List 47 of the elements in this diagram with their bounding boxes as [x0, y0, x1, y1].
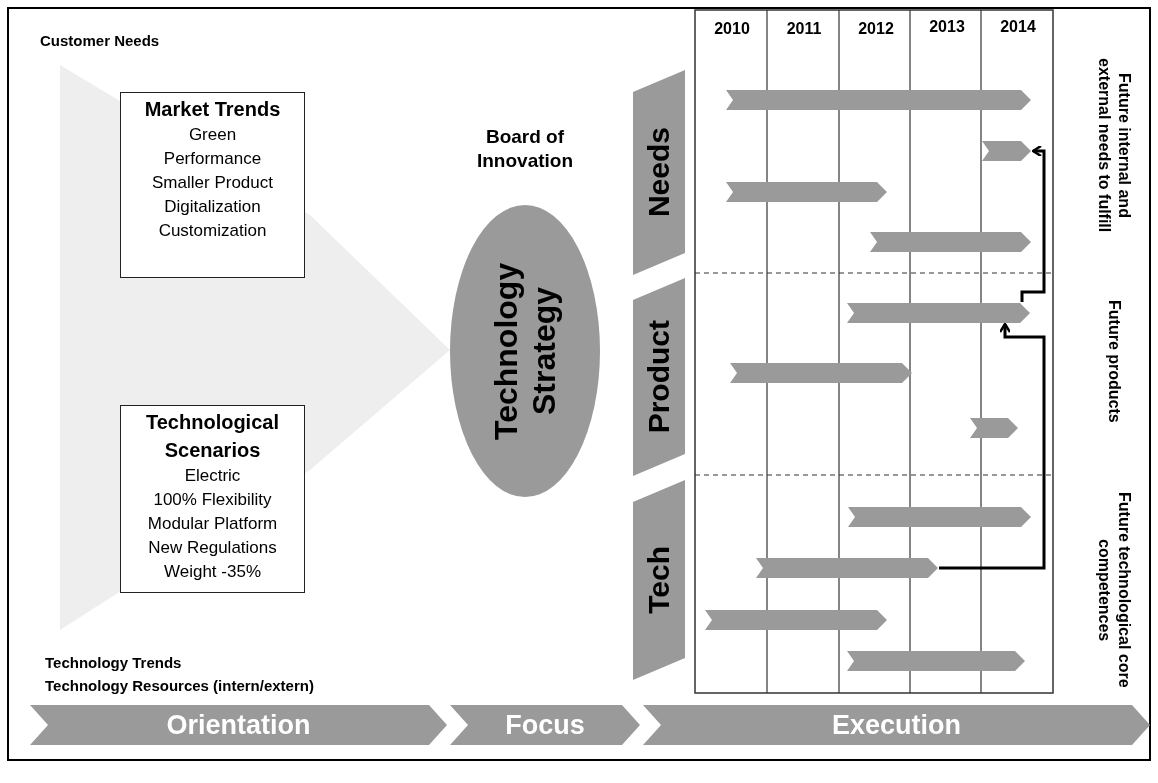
box-heading: Technological Scenarios	[145, 410, 280, 463]
side-note: Future technological core competences	[1095, 491, 1134, 690]
roadmap-bar	[726, 182, 887, 202]
phase-label: Execution	[832, 709, 961, 741]
phase-band	[643, 705, 1150, 745]
year-header: 2012	[857, 19, 895, 39]
row-label: Needs	[642, 127, 676, 218]
list-item: Modular Platform	[146, 513, 279, 535]
list-item: 100% Flexibility	[152, 489, 273, 511]
side-note: Future products	[1105, 300, 1124, 425]
year-header: 2011	[785, 19, 823, 39]
roadmap-bar	[756, 558, 938, 578]
text-label: Technology Trends	[45, 653, 183, 673]
roadmap-bar	[870, 232, 1031, 252]
roadmap-bar	[970, 418, 1018, 438]
roadmap-bar	[982, 141, 1031, 161]
arrow	[1020, 144, 1046, 302]
row-label: Tech	[642, 546, 676, 614]
year-header: 2013	[928, 17, 966, 37]
roadmap-bar	[847, 651, 1025, 671]
list-item: Electric	[183, 465, 242, 487]
list-item: Performance	[162, 148, 263, 170]
ellipse-caption: Board of Innovation	[475, 125, 575, 173]
text-box	[120, 92, 305, 278]
list-item: Customization	[157, 220, 268, 242]
box-heading: Market Trends	[143, 97, 282, 122]
phase-label: Orientation	[166, 709, 311, 741]
year-header: 2010	[713, 19, 751, 39]
arrow	[939, 322, 1046, 570]
phase-label: Focus	[505, 709, 585, 741]
text-box	[120, 405, 305, 593]
ellipse-label: Technology Strategy	[487, 261, 563, 442]
row-label: Product	[642, 320, 676, 434]
roadmap-bar	[847, 303, 1030, 323]
text-label: Technology Resources (intern/extern)	[45, 676, 315, 696]
roadmap-bar	[730, 363, 912, 383]
list-item: Smaller Product	[151, 172, 274, 194]
roadmap-bar	[705, 610, 887, 630]
list-item: Weight -35%	[163, 561, 262, 583]
roadmap-bar	[848, 507, 1031, 527]
list-item: Digitalization	[163, 196, 262, 218]
list-item: Green	[187, 124, 238, 146]
side-note: Future internal and external needs to fulfill	[1095, 56, 1134, 235]
list-item: New Regulations	[147, 537, 278, 559]
roadmap-bar	[726, 90, 1031, 110]
text-label: Customer Needs	[40, 31, 161, 51]
year-header: 2014	[999, 17, 1037, 37]
